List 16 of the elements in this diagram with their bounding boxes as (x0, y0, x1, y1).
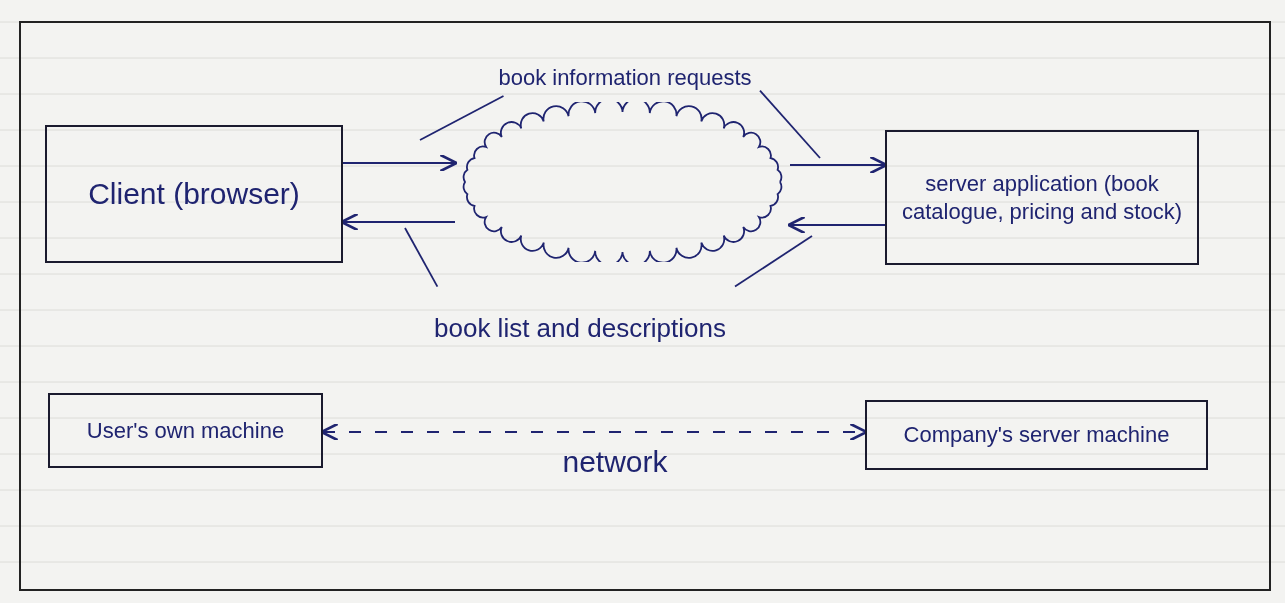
annotation-text: book list and descriptions (425, 282, 735, 374)
arrow (787, 215, 886, 235)
process-box: User's own machine (48, 393, 323, 468)
arrow (789, 155, 888, 175)
leader-line (734, 235, 813, 288)
leader-line (419, 95, 505, 141)
arrow (320, 422, 868, 442)
annotation-text: book information requests (490, 60, 760, 96)
process-box: server application (book catalogue, pricing and stock) (885, 130, 1199, 265)
arrow (340, 212, 456, 232)
network-label: network (561, 445, 669, 479)
leader-line (759, 89, 821, 159)
process-box: Company's server machine (865, 400, 1208, 470)
arrow (342, 153, 458, 173)
leader-line (404, 227, 439, 288)
process-box: Client (browser) (45, 125, 343, 263)
